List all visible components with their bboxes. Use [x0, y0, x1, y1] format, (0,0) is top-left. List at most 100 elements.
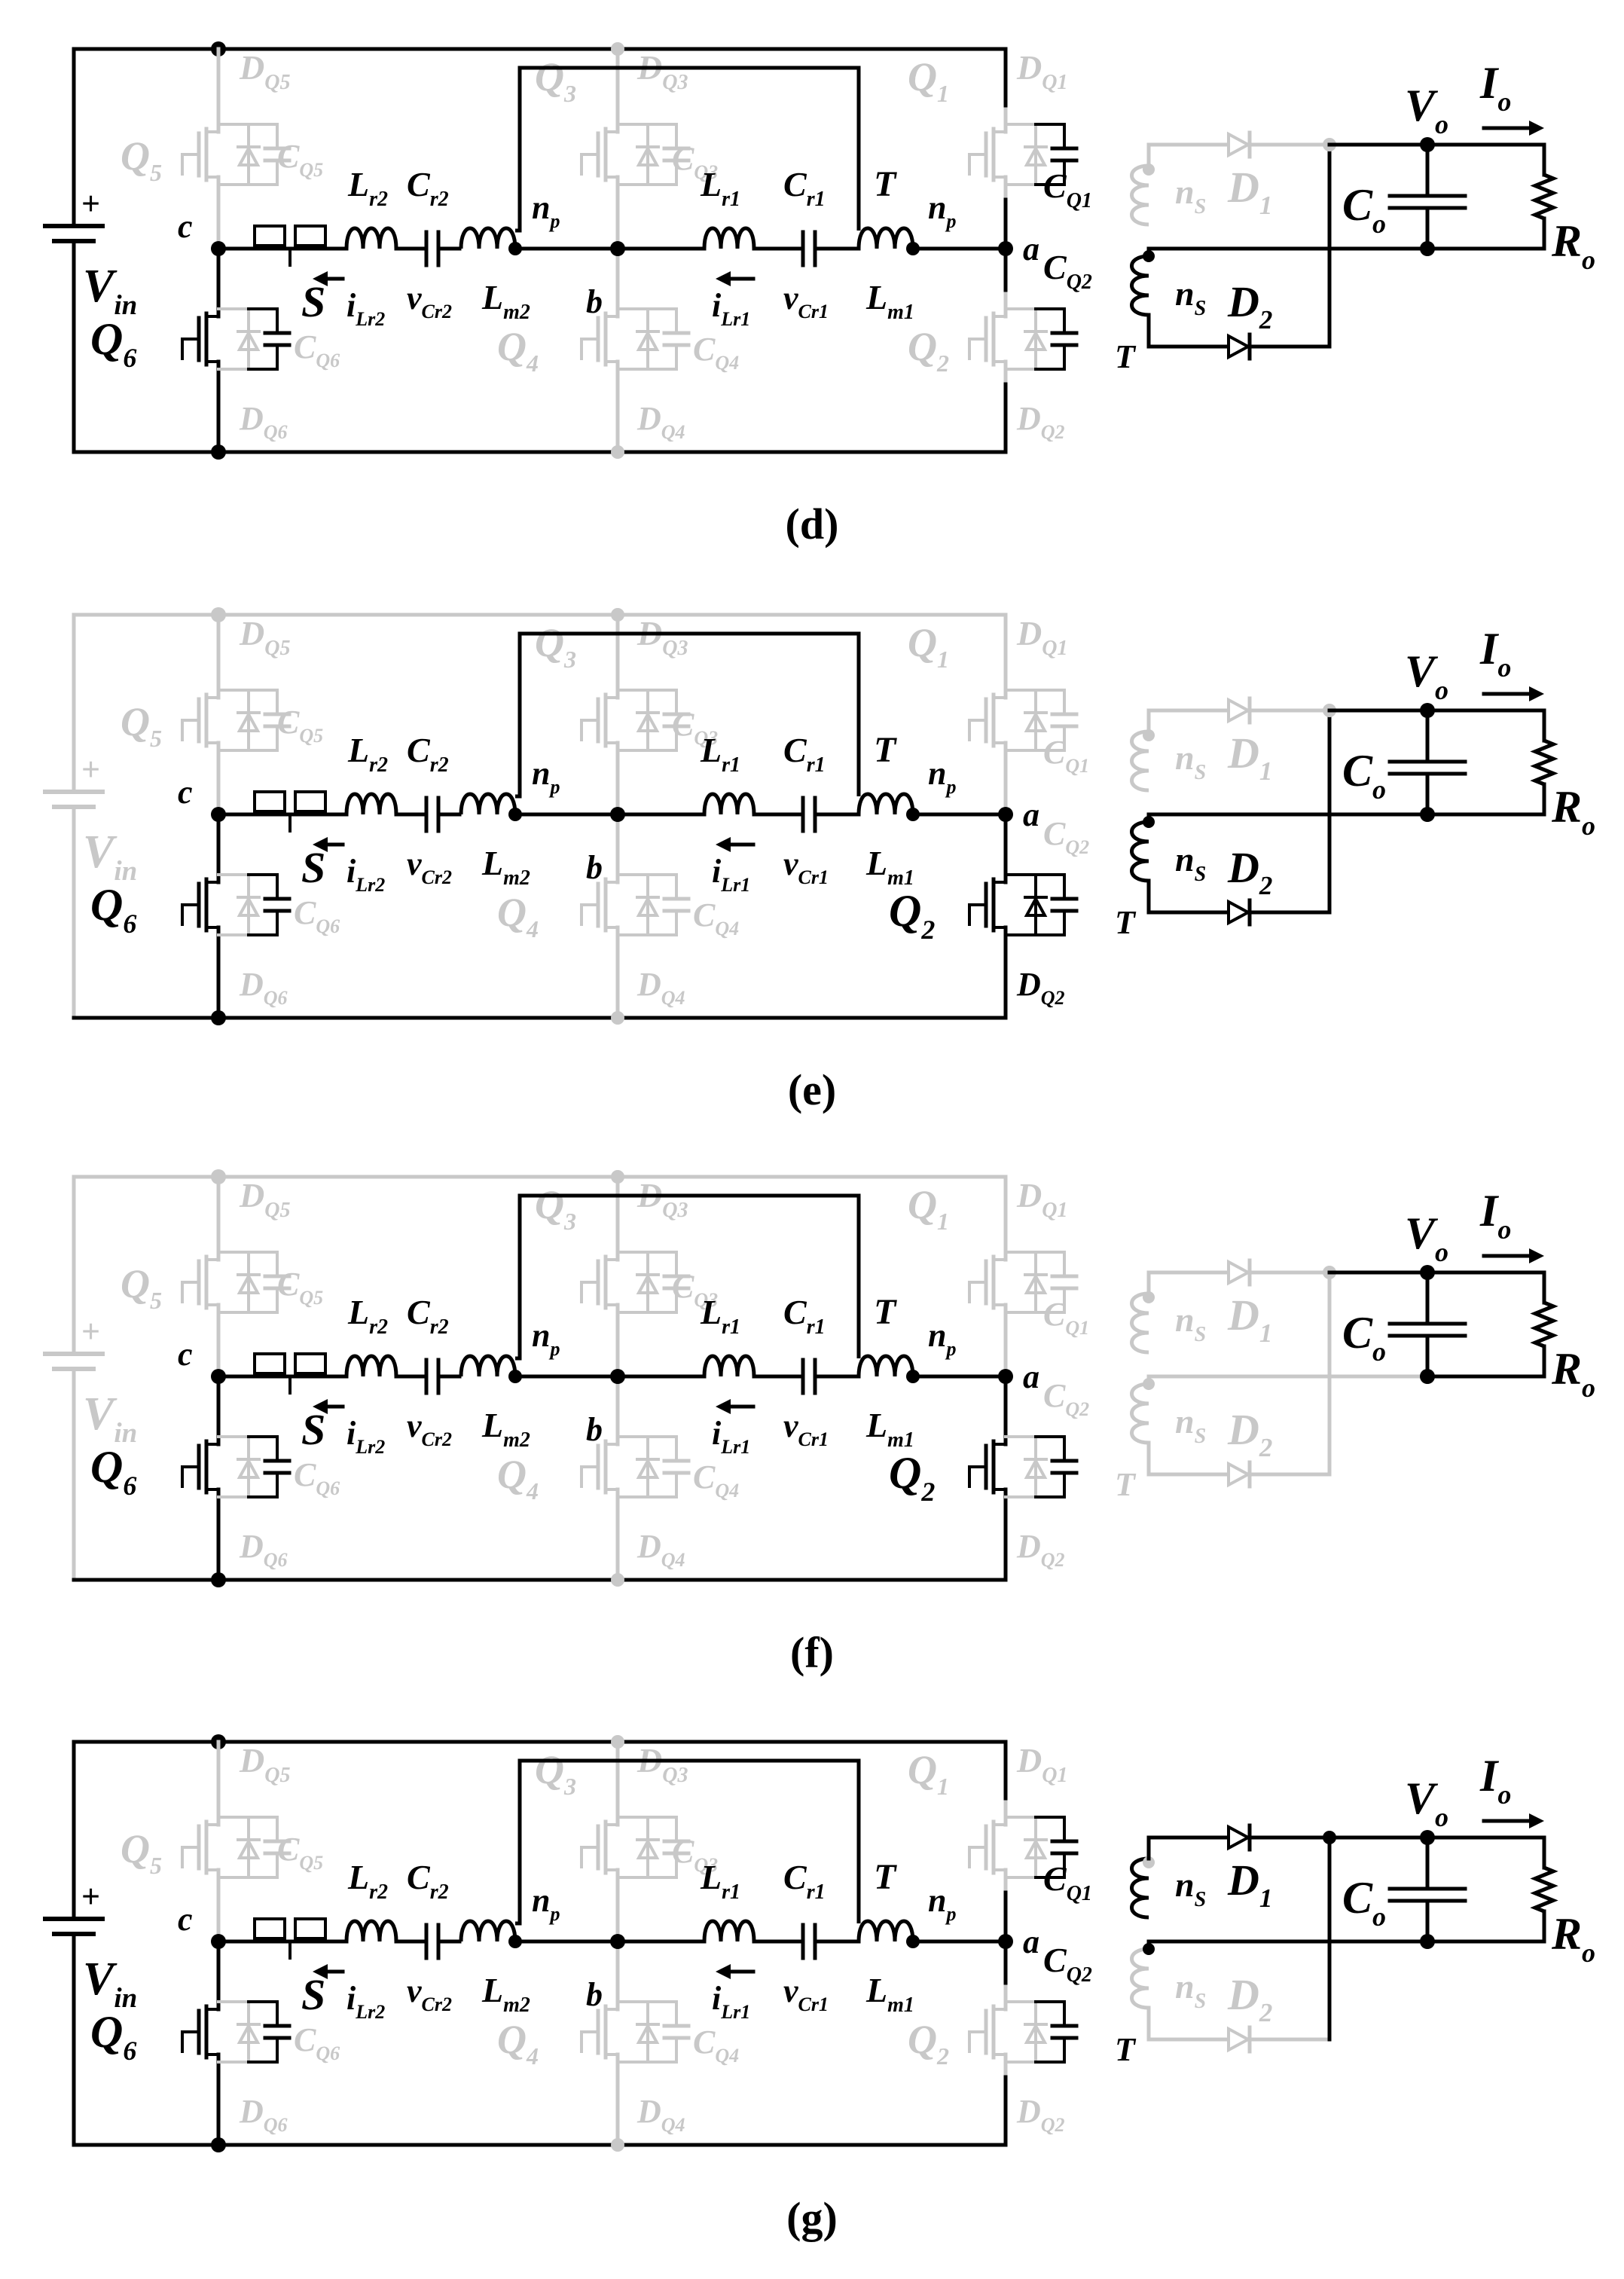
- cq5-label: CQ5: [277, 138, 323, 181]
- cq1-label: CQ1: [1043, 1859, 1092, 1905]
- cq1-label: CQ1: [1043, 166, 1092, 212]
- cr2-label: Cr2: [407, 1293, 449, 1339]
- q4-label: Q4: [497, 324, 539, 377]
- q2-label: Q2: [908, 324, 949, 377]
- cq3-label: CQ3: [672, 706, 718, 749]
- s-label: S: [301, 1405, 325, 1454]
- s-label: S: [301, 843, 325, 892]
- np2-label: np: [532, 189, 560, 232]
- cq4-label: CQ4: [693, 331, 739, 374]
- dq2-label: DQ2: [1016, 400, 1065, 443]
- q5-label: Q5: [121, 1826, 162, 1879]
- vo-label: Vo: [1405, 81, 1448, 139]
- ns2-label: nS: [1175, 274, 1206, 320]
- d2-label: D2: [1227, 1970, 1272, 2027]
- lm1-label: Lm1: [865, 278, 914, 324]
- dq1-label: DQ1: [1016, 1741, 1067, 1787]
- panel-d: +VinQ5DQ5CQ5Q6DQ6CQ6Q3DQ3CQ3Q4DQ4CQ4Q1DQ…: [43, 41, 1595, 460]
- q5-label: Q5: [121, 699, 162, 752]
- lm1-label: Lm1: [865, 844, 914, 890]
- q1-label: Q1: [908, 1182, 949, 1235]
- cr1-label: Cr1: [783, 1293, 826, 1339]
- t2-label: T: [1115, 338, 1137, 375]
- q2-label: Q2: [889, 1448, 935, 1507]
- s-label: S: [301, 277, 325, 326]
- lr2-label: Lr2: [347, 731, 388, 777]
- q6-label: Q6: [90, 880, 136, 939]
- dq4-label: DQ4: [636, 2093, 685, 2136]
- cq4-label: CQ4: [693, 1459, 739, 1502]
- dq6-label: DQ6: [239, 966, 288, 1009]
- node-a-label: a: [1023, 796, 1039, 833]
- vcr1-label: vCr1: [783, 1972, 829, 2015]
- np2-label: np: [532, 1317, 560, 1360]
- cq6-label: CQ6: [294, 2021, 340, 2064]
- io-label: Io: [1479, 1751, 1511, 1810]
- ilr2-label: iLr2: [346, 853, 385, 896]
- io-label: Io: [1479, 58, 1511, 117]
- lm2-label: Lm2: [481, 278, 530, 324]
- lr2-label: Lr2: [347, 1293, 388, 1339]
- q1-label: Q1: [908, 54, 949, 107]
- ns1-label: nS: [1175, 1300, 1206, 1346]
- dq4-label: DQ4: [636, 966, 685, 1009]
- panel-g-caption: (g): [786, 2193, 838, 2242]
- vin-label: Vin: [83, 826, 137, 887]
- panel-e-caption: (e): [787, 1065, 837, 1114]
- ns1-label: nS: [1175, 173, 1206, 218]
- q3-label: Q3: [535, 1747, 576, 1800]
- lm2-label: Lm2: [481, 1971, 530, 2017]
- dq4-label: DQ4: [636, 1528, 685, 1571]
- dq2-label: DQ2: [1016, 1528, 1065, 1571]
- panel-f: +VinQ5DQ5CQ5Q6DQ6CQ6Q3DQ3CQ3Q4DQ4CQ4Q1DQ…: [43, 1169, 1595, 1587]
- cq6-label: CQ6: [294, 1456, 340, 1499]
- panel-e: +VinQ5DQ5CQ5Q6DQ6CQ6Q3DQ3CQ3Q4DQ4CQ4Q1DQ…: [43, 607, 1595, 1025]
- cq2-label: CQ2: [1043, 1941, 1092, 1987]
- q1-label: Q1: [908, 1747, 949, 1800]
- vin-plus: +: [81, 1313, 100, 1350]
- q6-label: Q6: [90, 2007, 136, 2066]
- vo-label: Vo: [1405, 646, 1448, 705]
- lm2-label: Lm2: [481, 1406, 530, 1452]
- lm1-label: Lm1: [865, 1971, 914, 2017]
- np1-label: np: [928, 1317, 956, 1360]
- d1-label: D1: [1227, 163, 1272, 220]
- cr1-label: Cr1: [783, 731, 826, 777]
- cq3-label: CQ3: [672, 1833, 718, 1876]
- node-c-label: c: [178, 774, 193, 811]
- q4-label: Q4: [497, 890, 539, 942]
- d2-label: D2: [1227, 277, 1272, 335]
- dq4-label: DQ4: [636, 400, 685, 443]
- dq5-label: DQ5: [239, 1176, 290, 1222]
- node-c-label: c: [178, 1901, 193, 1938]
- d1-label: D1: [1227, 729, 1272, 786]
- dq1-label: DQ1: [1016, 48, 1067, 94]
- cq5-label: CQ5: [277, 1831, 323, 1874]
- ilr1-label: iLr1: [712, 853, 750, 896]
- q4-label: Q4: [497, 1452, 539, 1505]
- vcr2-label: vCr2: [407, 280, 452, 322]
- panel-g: +VinQ5DQ5CQ5Q6DQ6CQ6Q3DQ3CQ3Q4DQ4CQ4Q1DQ…: [43, 1734, 1595, 2152]
- node-a-label: a: [1023, 1923, 1039, 1960]
- q3-label: Q3: [535, 54, 576, 107]
- co-label: Co: [1342, 180, 1386, 239]
- ilr1-label: iLr1: [712, 1980, 750, 2023]
- s-label: S: [301, 1970, 325, 2019]
- cq6-label: CQ6: [294, 328, 340, 371]
- dq1-label: DQ1: [1016, 1176, 1067, 1222]
- ro-label: Ro: [1551, 216, 1595, 275]
- dq2-label: DQ2: [1016, 2093, 1065, 2136]
- ro-label: Ro: [1551, 1909, 1595, 1968]
- dq5-label: DQ5: [239, 614, 290, 660]
- t2-label: T: [1115, 904, 1137, 941]
- np2-label: np: [532, 1882, 560, 1925]
- vcr2-label: vCr2: [407, 1972, 452, 2015]
- dq3-label: DQ3: [636, 614, 688, 660]
- q6-label: Q6: [90, 1442, 136, 1501]
- cq1-label: CQ1: [1043, 734, 1089, 777]
- vcr1-label: vCr1: [783, 845, 829, 888]
- cr2-label: Cr2: [407, 165, 449, 211]
- lr2-label: Lr2: [347, 165, 388, 211]
- vcr2-label: vCr2: [407, 845, 452, 888]
